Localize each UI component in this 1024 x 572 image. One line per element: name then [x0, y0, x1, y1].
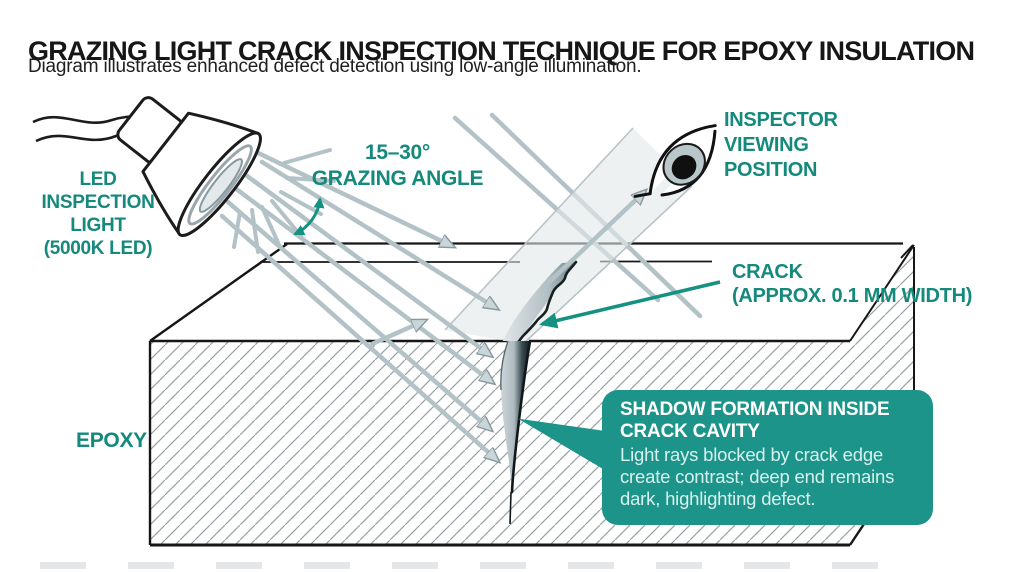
callout-title-line1: SHADOW FORMATION INSIDE	[620, 399, 890, 420]
shadow-formation-callout: SHADOW FORMATION INSIDE CRACK CAVITY Lig…	[602, 390, 933, 525]
callout-title-line2: CRACK CAVITY	[620, 421, 760, 442]
callout-body: Light rays blocked by crack edge create …	[620, 444, 895, 509]
bottom-cropped-marks	[40, 562, 880, 569]
led-lamp-icon	[32, 96, 262, 238]
light-rays	[219, 147, 644, 460]
crack-shape	[500, 260, 578, 525]
crack-pointer-arrow	[539, 280, 721, 329]
grazing-angle-arc	[293, 197, 325, 236]
inspector-eye-icon	[633, 124, 717, 198]
